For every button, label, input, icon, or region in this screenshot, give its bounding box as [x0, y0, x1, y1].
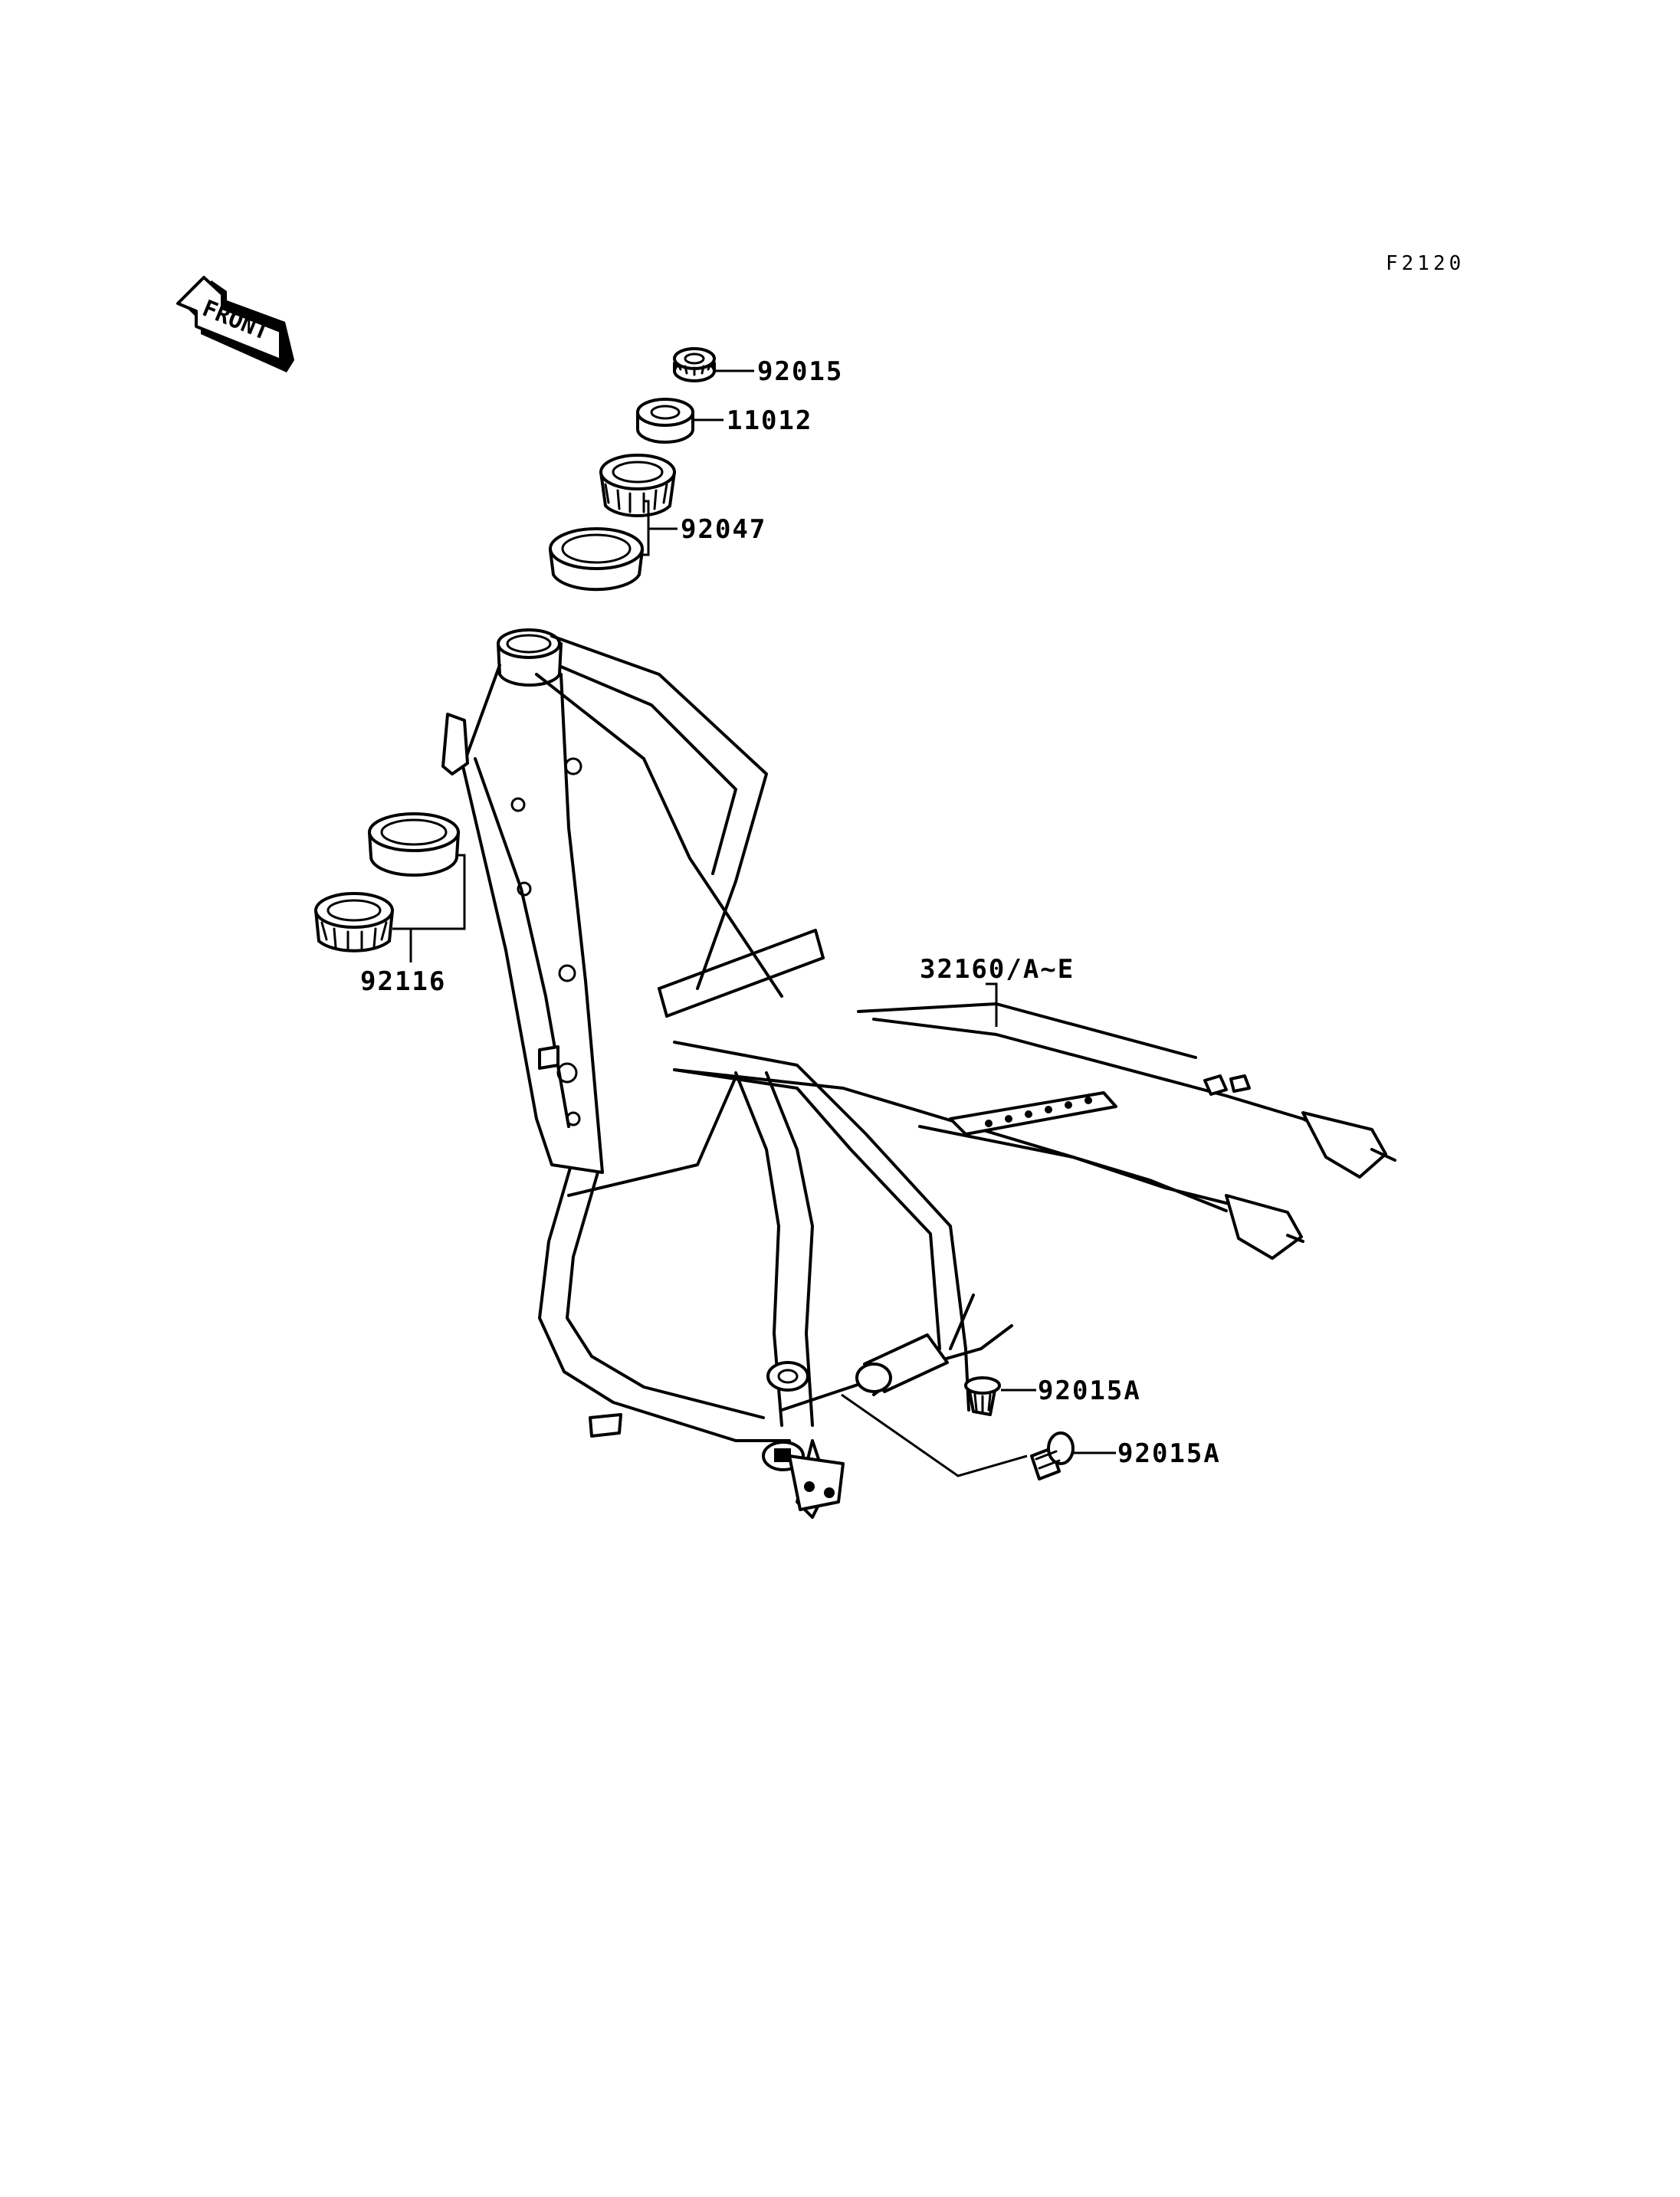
part-label-92015a-upper: 92015A	[1038, 1376, 1141, 1406]
frame-32160-icon	[441, 628, 1396, 1519]
leader-92047	[642, 500, 678, 556]
part-label-92047: 92047	[681, 514, 766, 545]
nut-92015a-lower-icon	[1030, 1431, 1075, 1481]
bearing-92047-icon	[549, 454, 676, 592]
part-label-32160: 32160/A~E	[920, 954, 1075, 985]
leader-32160	[986, 982, 998, 1027]
part-label-92116: 92116	[360, 966, 446, 997]
leader-92015a-lower	[841, 1393, 1028, 1477]
part-label-92015: 92015	[757, 356, 843, 387]
diagram-code: F2120	[1386, 252, 1465, 275]
front-arrow-icon: FRONT	[176, 276, 294, 372]
part-label-11012: 11012	[727, 405, 812, 436]
nut-92015a-upper-icon	[964, 1376, 1001, 1416]
bearing-92116-icon	[314, 812, 460, 953]
cap-11012-icon	[636, 398, 694, 444]
part-label-92015a-lower: 92015A	[1117, 1438, 1221, 1469]
leader-92116	[392, 854, 466, 962]
nut-92015-icon	[673, 347, 716, 382]
